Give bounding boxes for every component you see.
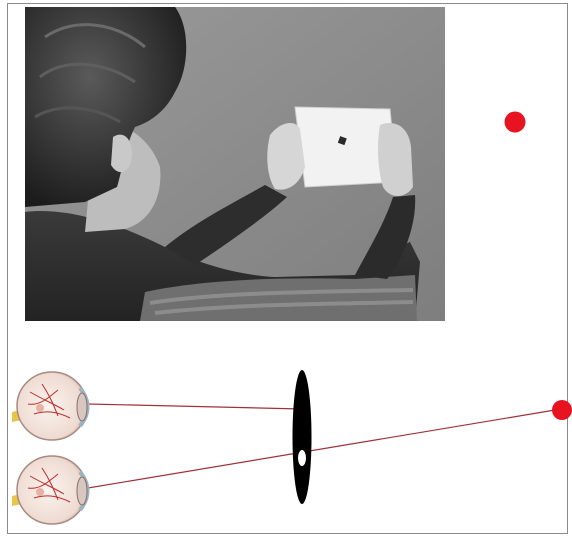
person-holding-card-photo <box>25 7 445 321</box>
lower-eye <box>12 456 88 524</box>
upper-eye <box>12 372 88 440</box>
ear <box>111 135 132 173</box>
photo-target-dot <box>500 108 530 138</box>
card-with-hole <box>293 370 312 504</box>
sighting-diagram <box>0 340 572 539</box>
lower-eye-sightline <box>88 410 555 488</box>
card-hole <box>298 450 306 466</box>
diagram-target-dot <box>552 400 572 420</box>
upper-eye-sightline <box>88 404 302 409</box>
